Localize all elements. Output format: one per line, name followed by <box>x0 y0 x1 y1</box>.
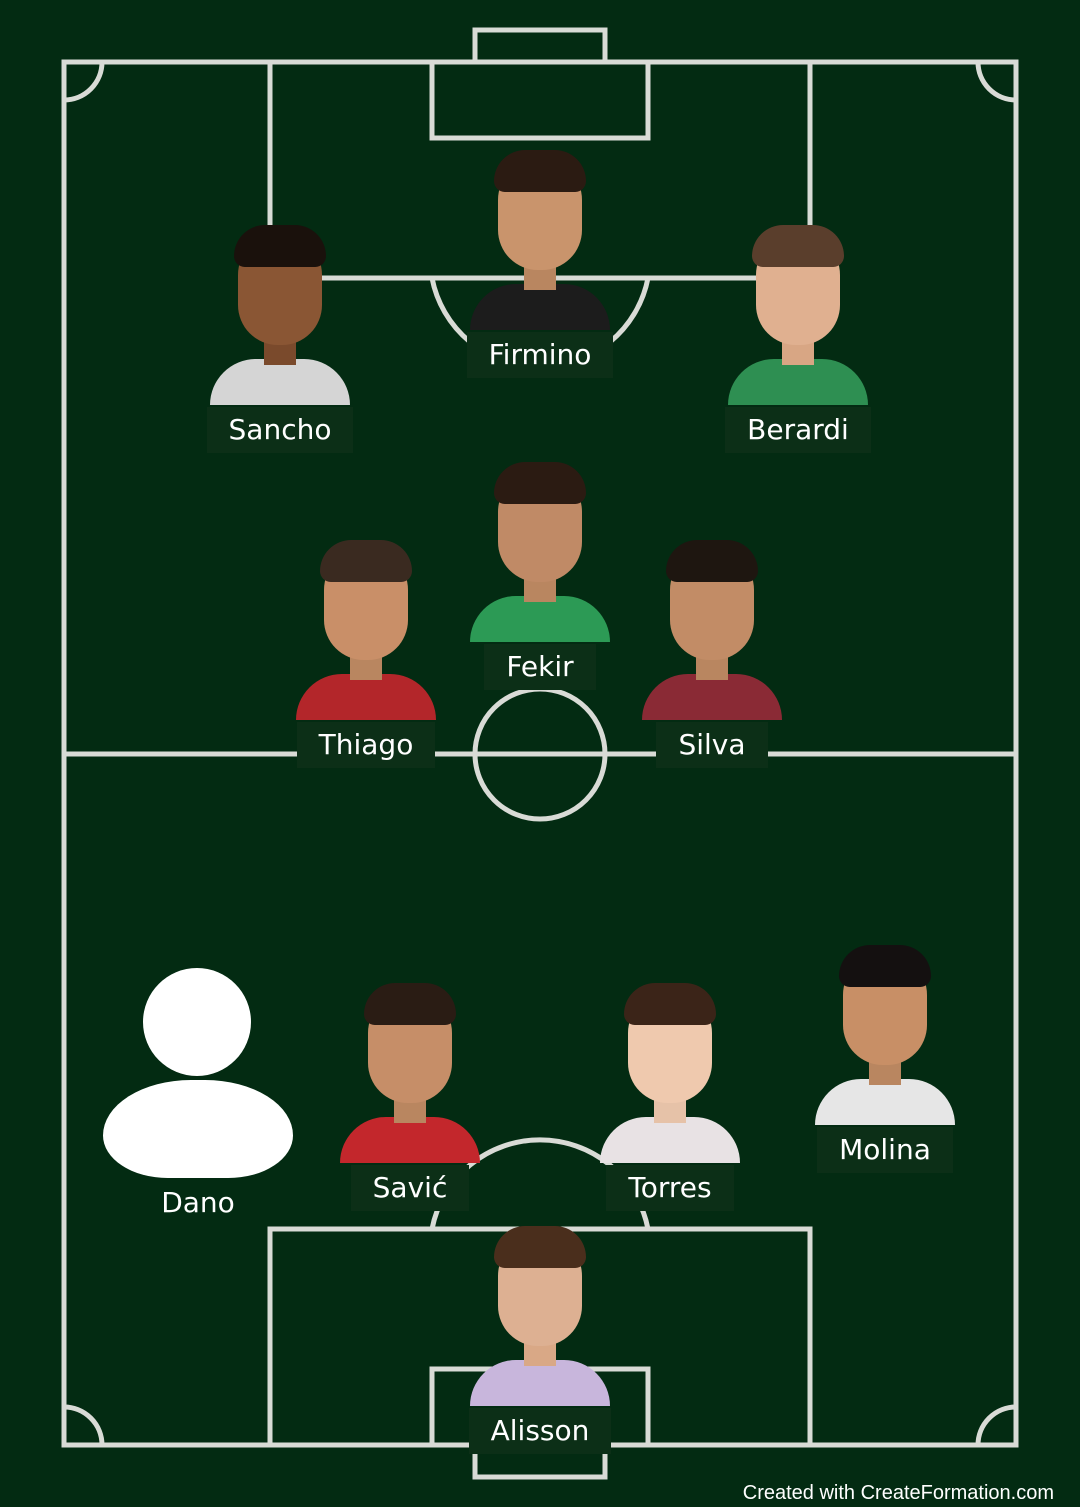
player-sancho[interactable]: Sancho <box>180 225 380 453</box>
player-name-label: Sancho <box>206 407 354 453</box>
player-name-label: Thiago <box>296 722 436 768</box>
player-photo <box>296 540 436 720</box>
player-shirt <box>296 674 436 720</box>
player-name-label: Torres <box>606 1165 734 1211</box>
player-alisson[interactable]: Alisson <box>440 1226 640 1454</box>
corner-arc-top-left <box>63 61 105 103</box>
player-shirt <box>470 596 610 642</box>
player-photo <box>470 462 610 642</box>
player-photo <box>210 225 350 405</box>
player-molina[interactable]: Molina <box>785 945 985 1173</box>
player-name-label: Dano <box>161 1186 235 1219</box>
player-shirt <box>728 359 868 405</box>
player-shirt <box>600 1117 740 1163</box>
player-name-label: Berardi <box>725 407 871 453</box>
player-silva[interactable]: Silva <box>612 540 812 768</box>
player-name-label: Fekir <box>484 644 596 690</box>
player-berardi[interactable]: Berardi <box>698 225 898 453</box>
player-photo <box>815 945 955 1125</box>
player-shirt <box>470 1360 610 1406</box>
player-shirt <box>815 1079 955 1125</box>
player-torres[interactable]: Torres <box>570 983 770 1211</box>
player-photo <box>470 150 610 330</box>
player-thiago[interactable]: Thiago <box>266 540 466 768</box>
player-name-label: Alisson <box>468 1408 612 1454</box>
player-firmino[interactable]: Firmino <box>440 150 640 378</box>
player-name-label: Firmino <box>466 332 614 378</box>
player-shirt <box>470 284 610 330</box>
player-name-label: Silva <box>656 722 768 768</box>
player-savic[interactable]: Savić <box>310 983 510 1211</box>
player-photo <box>642 540 782 720</box>
player-name-label: Molina <box>817 1127 953 1173</box>
corner-arc-top-right <box>975 61 1017 103</box>
player-dano[interactable]: Dano <box>98 968 298 1226</box>
player-shirt <box>210 359 350 405</box>
avatar-placeholder-icon <box>103 968 293 1178</box>
player-photo <box>600 983 740 1163</box>
corner-arc-bottom-left <box>63 1404 105 1446</box>
player-photo <box>340 983 480 1163</box>
corner-arc-bottom-right <box>975 1404 1017 1446</box>
player-shirt <box>340 1117 480 1163</box>
player-fekir[interactable]: Fekir <box>440 462 640 690</box>
credit-text[interactable]: Created with CreateFormation.com <box>742 1482 1054 1504</box>
player-name-label: Savić <box>350 1165 470 1211</box>
player-photo <box>470 1226 610 1406</box>
player-photo <box>728 225 868 405</box>
player-shirt <box>642 674 782 720</box>
